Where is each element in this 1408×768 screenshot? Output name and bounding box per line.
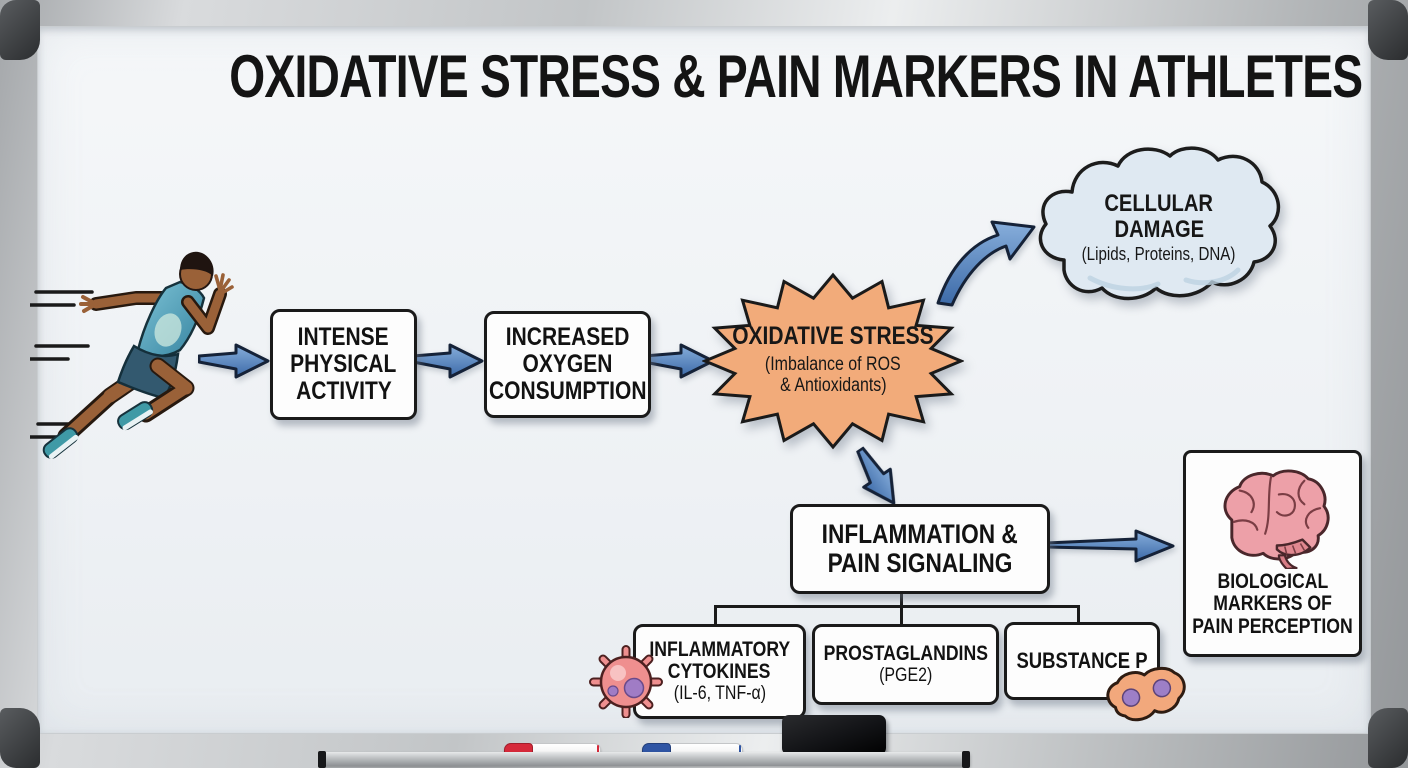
whiteboard-eraser — [782, 715, 886, 755]
node-inflammation-pain-signaling: INFLAMMATION & PAIN SIGNALING — [790, 504, 1050, 594]
node-text: SUBSTANCE P — [1016, 648, 1148, 674]
frame-corner-bottom-left — [0, 708, 40, 768]
cloud-shape — [1038, 146, 1281, 301]
tray-end-cap-left — [318, 751, 326, 768]
arrow-inflammation-to-biomarkers — [1046, 529, 1175, 563]
node-cellular-damage: CELLULAR DAMAGE (Lipids, Proteins, DNA) — [1040, 172, 1278, 284]
connector-drop-middle — [900, 605, 903, 626]
frame-corner-top-left — [0, 0, 40, 60]
arrow-oxidative-to-inflammation — [856, 446, 896, 505]
arrow-runner-to-activity — [198, 343, 270, 379]
node-text: PAIN PERCEPTION — [1192, 614, 1353, 638]
connector-drop-left — [714, 605, 717, 626]
node-text: PROSTAGLANDINS — [823, 642, 988, 666]
node-text: ACTIVITY — [295, 376, 392, 405]
node-text: MARKERS OF — [1213, 592, 1332, 616]
connector-stem — [900, 587, 903, 608]
frame-corner-top-right — [1368, 0, 1408, 60]
node-text: CONSUMPTION — [488, 376, 647, 405]
node-text: INCREASED — [505, 323, 630, 352]
nerve-cell-icon — [1106, 667, 1186, 722]
connector-drop-right — [1077, 605, 1080, 624]
starburst-shape — [702, 272, 964, 450]
node-text: INFLAMMATION & — [821, 519, 1019, 550]
diagram-title: OXIDATIVE STRESS & PAIN MARKERS IN ATHLE… — [60, 42, 1363, 111]
whiteboard-surface — [37, 26, 1371, 734]
node-text: DAMAGE — [1114, 216, 1204, 244]
diagram-title-text: OXIDATIVE STRESS & PAIN MARKERS IN ATHLE… — [229, 43, 1363, 110]
node-text: CELLULAR — [1104, 189, 1214, 217]
node-text: (PGE2) — [878, 664, 933, 686]
node-increased-oxygen-consumption: INCREASED OXYGEN CONSUMPTION — [484, 311, 651, 418]
node-text: OXIDATIVE STRESS — [732, 322, 934, 351]
node-inflammatory-cytokines: INFLAMMATORY CYTOKINES (IL-6, TNF-α) — [633, 624, 806, 719]
node-text: OXYGEN — [522, 350, 613, 379]
node-text: (Imbalance of ROS — [765, 353, 901, 375]
node-biological-markers: BIOLOGICAL MARKERS OF PAIN PERCEPTION — [1183, 450, 1362, 657]
node-oxidative-stress: OXIDATIVE STRESS (Imbalance of ROS & Ant… — [722, 296, 944, 424]
arrow-oxidative-to-cellular-damage — [936, 220, 1036, 307]
arrow-activity-to-oxygen — [412, 343, 484, 379]
node-text: PAIN SIGNALING — [827, 548, 1013, 578]
node-intense-physical-activity: INTENSE PHYSICAL ACTIVITY — [270, 309, 417, 420]
brain-icon — [1223, 469, 1330, 569]
node-text: INFLAMMATORY — [649, 637, 790, 661]
node-text: BIOLOGICAL — [1217, 569, 1328, 593]
cytokine-cell-icon — [589, 645, 663, 718]
node-text: (Lipids, Proteins, DNA) — [1082, 244, 1236, 265]
node-text: INTENSE — [297, 323, 390, 352]
red-marker-tip — [597, 745, 599, 755]
blue-marker-tip — [739, 745, 741, 755]
node-text: (IL-6, TNF-α) — [673, 682, 766, 704]
tray-end-cap-right — [962, 751, 970, 768]
marker-tray — [322, 752, 970, 766]
node-text: & Antioxidants) — [779, 374, 887, 396]
node-text: CYTOKINES — [668, 660, 771, 684]
node-text: PHYSICAL — [290, 350, 397, 379]
frame-corner-bottom-right — [1368, 708, 1408, 768]
runner-icon — [30, 251, 234, 459]
connector-crossbar — [714, 605, 1080, 608]
node-prostaglandins: PROSTAGLANDINS (PGE2) — [812, 624, 999, 705]
